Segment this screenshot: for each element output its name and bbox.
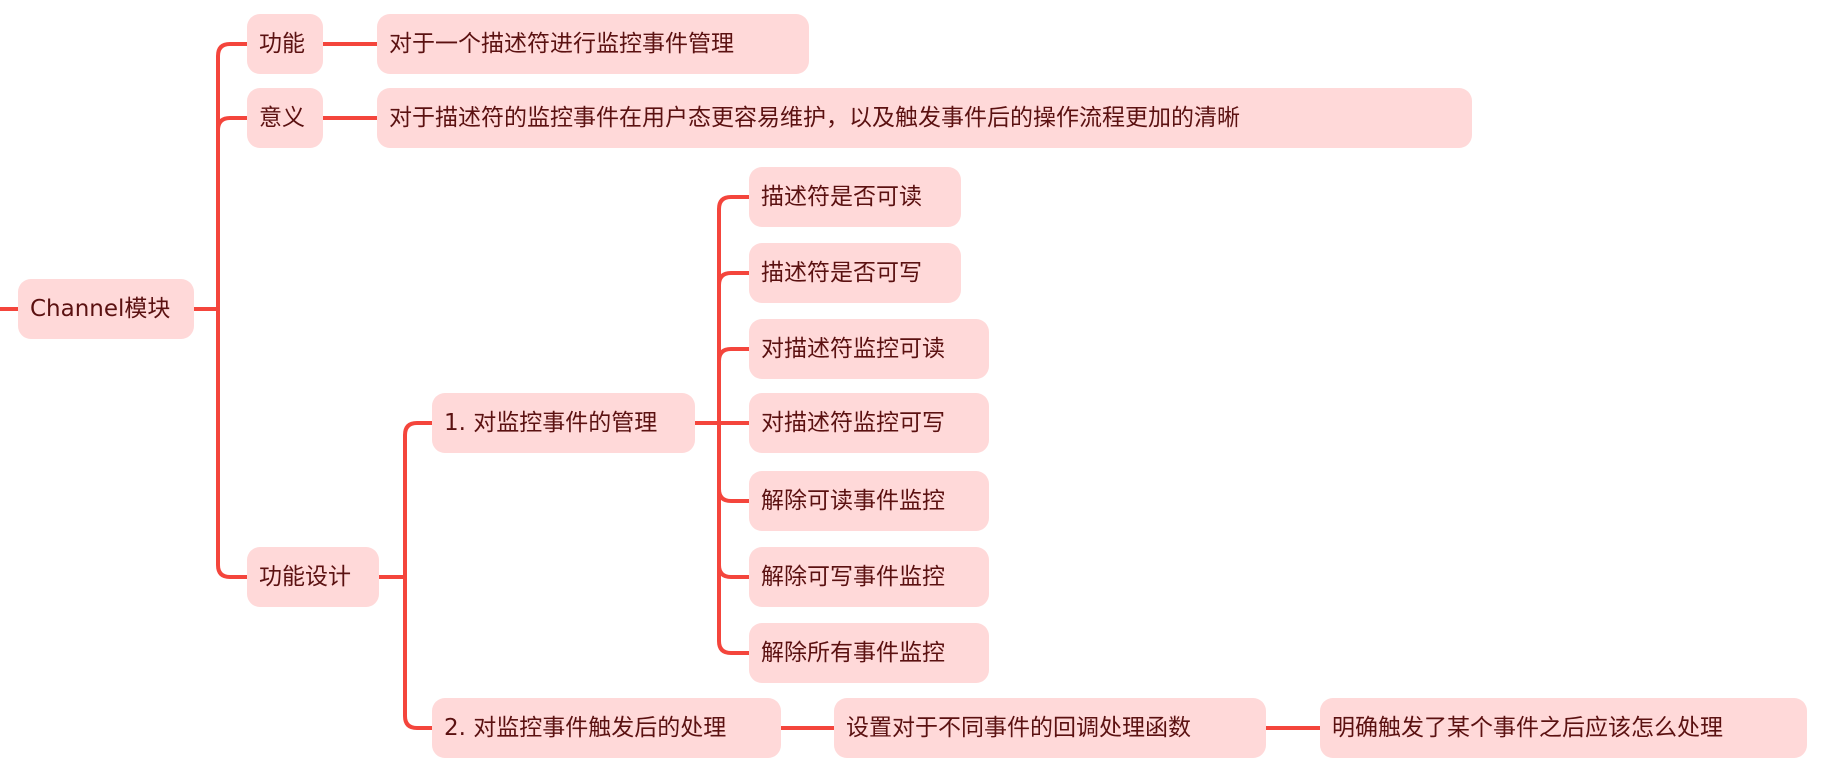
event-item-node[interactable]: 解除可写事件监控: [749, 547, 989, 607]
event-item-label: 解除可写事件监控: [761, 564, 945, 590]
event-item-node[interactable]: 解除可读事件监控: [749, 471, 989, 531]
event-item-node[interactable]: 对描述符监控可读: [749, 319, 989, 379]
design-label: 功能设计: [259, 564, 351, 590]
event-item-label: 对描述符监控可读: [761, 336, 945, 362]
event-item-label: 描述符是否可写: [761, 260, 922, 286]
event-management-label: 1. 对监控事件的管理: [444, 410, 658, 436]
event-item-label: 解除所有事件监控: [761, 640, 945, 666]
event-item-label: 对描述符监控可写: [761, 410, 945, 436]
callback-detail-node[interactable]: 明确触发了某个事件之后应该怎么处理: [1320, 698, 1807, 758]
event-handling-label: 2. 对监控事件触发后的处理: [444, 715, 727, 741]
event-item-label: 解除可读事件监控: [761, 488, 945, 514]
event-item-node[interactable]: 对描述符监控可写: [749, 393, 989, 453]
meaning-detail-node[interactable]: 对于描述符的监控事件在用户态更容易维护，以及触发事件后的操作流程更加的清晰: [377, 88, 1472, 148]
meaning-node[interactable]: 意义: [247, 88, 323, 148]
root-label: Channel模块: [30, 296, 171, 322]
callback-node[interactable]: 设置对于不同事件的回调处理函数: [834, 698, 1266, 758]
event-item-node[interactable]: 描述符是否可读: [749, 167, 961, 227]
function-detail-node[interactable]: 对于一个描述符进行监控事件管理: [377, 14, 809, 74]
event-item-label: 描述符是否可读: [761, 184, 922, 210]
meaning-detail-label: 对于描述符的监控事件在用户态更容易维护，以及触发事件后的操作流程更加的清晰: [389, 105, 1240, 131]
callback-detail-label: 明确触发了某个事件之后应该怎么处理: [1332, 715, 1723, 741]
event-item-node[interactable]: 描述符是否可写: [749, 243, 961, 303]
event-management-node[interactable]: 1. 对监控事件的管理: [432, 393, 695, 453]
event-item-node[interactable]: 解除所有事件监控: [749, 623, 989, 683]
meaning-label: 意义: [259, 105, 305, 131]
callback-label: 设置对于不同事件的回调处理函数: [846, 715, 1191, 741]
function-label: 功能: [259, 31, 305, 57]
root-node[interactable]: Channel模块: [18, 279, 194, 339]
design-node[interactable]: 功能设计: [247, 547, 379, 607]
function-node[interactable]: 功能: [247, 14, 323, 74]
function-detail-label: 对于一个描述符进行监控事件管理: [389, 31, 734, 57]
event-handling-node[interactable]: 2. 对监控事件触发后的处理: [432, 698, 781, 758]
